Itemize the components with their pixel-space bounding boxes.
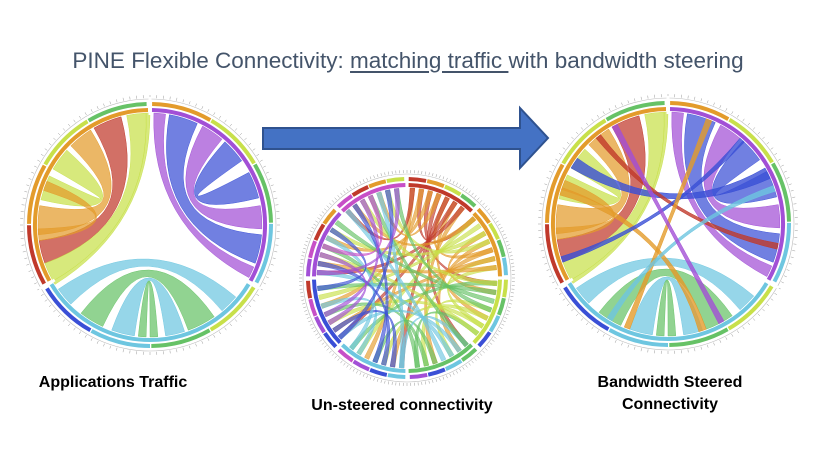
chord-ribbon (656, 279, 677, 337)
chord-ribbon (337, 189, 394, 340)
chord-ribbon (575, 257, 755, 311)
chord-ribbon (316, 188, 400, 276)
page-title: PINE Flexible Connectivity: matching tra… (0, 48, 816, 74)
title-prefix: PINE Flexible Connectivity: (72, 48, 351, 73)
caption-bandwidth-steered-line2: Connectivity (621, 396, 718, 413)
chord-ribbon (570, 157, 771, 200)
chord-ribbon (334, 220, 495, 304)
chord-ribbon (323, 198, 379, 318)
chord-ribbon (80, 269, 215, 331)
chord-ribbon (138, 280, 159, 338)
chord-diagram-bandwidth-steered (536, 92, 800, 356)
chord-ribbon (153, 112, 255, 278)
chord-ribbon (37, 180, 97, 241)
chord-ribbon (671, 111, 773, 277)
chord-ribbon (317, 260, 390, 366)
chord-ribbon (595, 134, 779, 250)
ring-segment-7 (341, 183, 406, 213)
ring-segment-2 (472, 279, 502, 344)
title-suffix: with bandwidth steering (508, 48, 744, 73)
chord-ribbon (320, 297, 377, 356)
ring-segment-5 (312, 279, 342, 344)
ring-segment-0 (32, 108, 149, 282)
transition-arrow (262, 105, 550, 171)
chord-ribbon (111, 277, 185, 337)
title-underlined: matching traffic (350, 48, 509, 73)
chord-ribbon (319, 252, 367, 326)
chord-ribbon (194, 141, 260, 205)
chord-ribbon (332, 310, 397, 368)
chord-diagram-applications-traffic (18, 93, 282, 357)
ring-segment-0 (408, 183, 473, 213)
chord-ribbon (559, 187, 707, 333)
chord-ribbon (560, 137, 745, 263)
chord-ribbon (606, 185, 776, 322)
caption-unsteered-connectivity: Un-steered connectivity (311, 397, 493, 414)
chord-ribbon (321, 194, 383, 257)
ring-segment-0 (550, 107, 667, 281)
chord-ribbon (166, 114, 262, 264)
chord-ribbon (185, 125, 263, 230)
chord-ribbon (611, 123, 725, 325)
chord-diagram-unsteered (297, 168, 517, 388)
chord-ribbon (570, 111, 669, 284)
ring-segment-4 (341, 343, 406, 373)
ring-segment-6 (312, 212, 342, 277)
ring-segment-2 (567, 282, 769, 341)
ring-segment-1 (472, 212, 502, 277)
caption-bandwidth-steered-line1: Bandwidth Steered (597, 374, 743, 391)
ring-segment-3 (408, 343, 473, 373)
caption-bandwidth-steered: Bandwidth Steered Connectivity (560, 372, 780, 416)
ring-segment-2 (49, 283, 251, 342)
chord-ribbon (57, 258, 237, 312)
ring-segment-1 (151, 108, 268, 282)
chord-ribbon (352, 203, 389, 364)
chord-ribbon (345, 208, 447, 362)
chord-ribbon (52, 112, 151, 285)
chord-ribbon (317, 227, 367, 292)
chord-ribbon (318, 223, 482, 301)
ring-segment-1 (669, 107, 786, 281)
caption-applications-traffic: Applications Traffic (38, 374, 188, 391)
